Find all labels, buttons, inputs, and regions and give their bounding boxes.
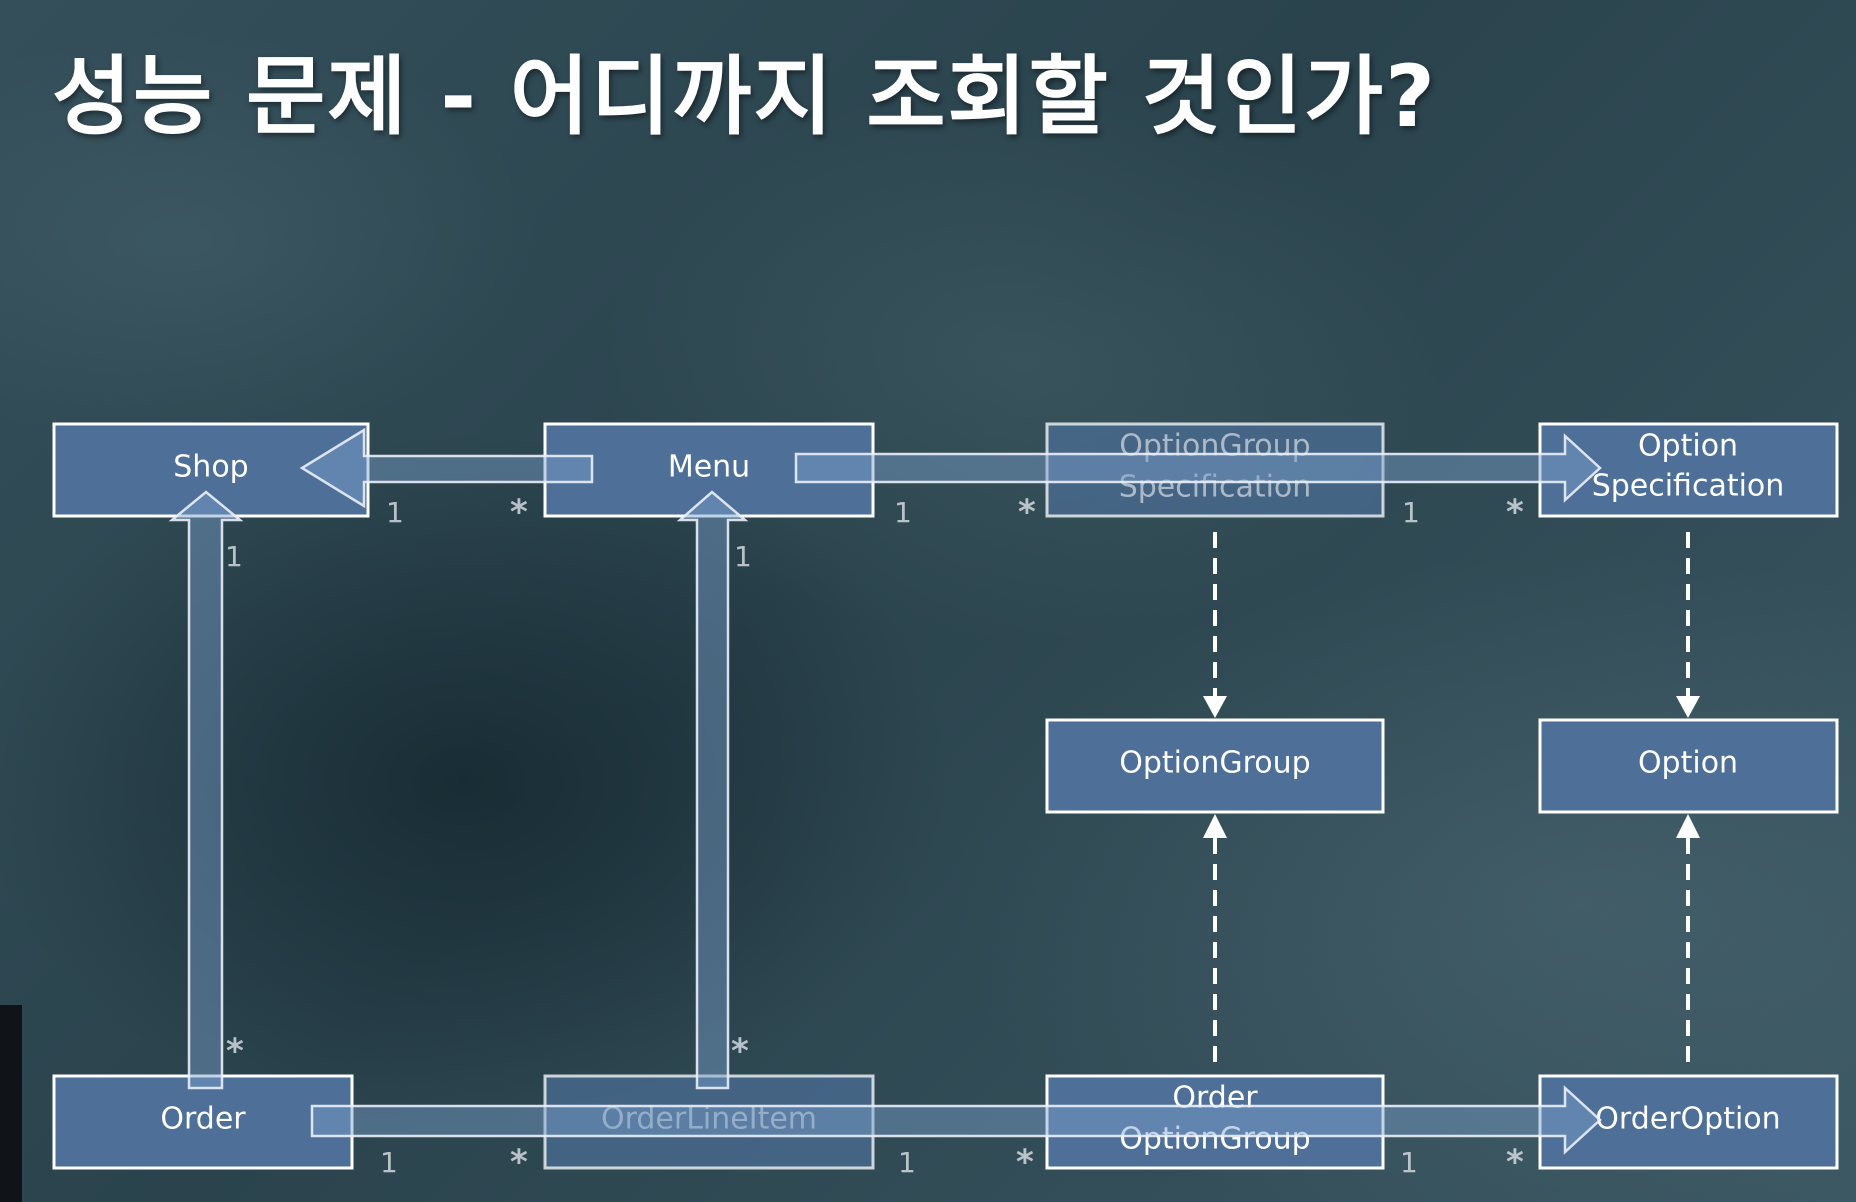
mult-oli-oog-one: 1 — [898, 1146, 916, 1179]
node-option-label: Option — [1638, 746, 1738, 781]
mult-menu-ogs-one: 1 — [894, 496, 912, 529]
node-shop-label: Shop — [173, 450, 248, 485]
slide-title: 성능 문제 - 어디까지 조회할 것인가? — [52, 47, 1437, 147]
mult-shop-order-many: * — [226, 1032, 244, 1072]
node-option-specification: Option Specification — [1538, 422, 1839, 518]
dependency-ogs-to-og — [1203, 532, 1227, 718]
node-menu: Menu — [543, 422, 875, 518]
node-order-option-group: Order OptionGroup — [1045, 1074, 1385, 1170]
node-menu-label: Menu — [668, 450, 750, 485]
node-option-group-specification-line1: OptionGroup — [1119, 429, 1310, 464]
mult-menu-oli-one: 1 — [734, 540, 752, 573]
dependency-oog-to-og — [1203, 814, 1227, 1062]
mult-shop-order-one: 1 — [225, 540, 243, 573]
node-option-group: OptionGroup — [1045, 718, 1385, 814]
node-order-line-item-label: OrderLineItem — [601, 1102, 817, 1137]
node-order-option-label: OrderOption — [1595, 1102, 1780, 1137]
dark-edge — [0, 1005, 22, 1202]
mult-shop-menu-one: 1 — [386, 496, 404, 529]
node-option-group-label: OptionGroup — [1119, 746, 1310, 781]
node-option: Option — [1538, 718, 1839, 814]
node-order: Order — [52, 1074, 354, 1170]
path-arrow-order-line-item-to-menu — [676, 490, 749, 1090]
path-arrow-order-to-order-option — [310, 1085, 1602, 1155]
node-order-label: Order — [160, 1102, 246, 1137]
node-order-option-group-line1: Order — [1172, 1081, 1258, 1116]
node-option-specification-line1: Option — [1638, 429, 1738, 464]
mult-menu-ogs-many: * — [1018, 493, 1036, 533]
mult-order-oli-many: * — [510, 1143, 528, 1183]
mult-oog-oo-one: 1 — [1400, 1146, 1418, 1179]
node-option-specification-line2: Specification — [1592, 469, 1785, 504]
path-arrow-menu-to-option-specification — [794, 433, 1602, 503]
mult-ogs-os-many: * — [1506, 493, 1524, 533]
node-option-group-specification: OptionGroup Specification — [1045, 422, 1385, 518]
mult-shop-menu-many: * — [510, 493, 528, 533]
path-arrow-menu-to-shop — [299, 427, 594, 509]
mult-menu-oli-many: * — [731, 1032, 749, 1072]
mult-order-oli-one: 1 — [380, 1146, 398, 1179]
node-shop: Shop — [52, 422, 370, 518]
node-order-option-group-line2: OptionGroup — [1119, 1122, 1310, 1157]
mult-ogs-os-one: 1 — [1402, 496, 1420, 529]
dependency-os-to-option — [1676, 532, 1700, 718]
path-arrow-order-to-shop — [168, 490, 244, 1090]
dependency-oo-to-option — [1676, 814, 1700, 1062]
node-option-group-specification-line2: Specification — [1119, 470, 1312, 505]
mult-oli-oog-many: * — [1016, 1143, 1034, 1183]
mult-oog-oo-many: * — [1506, 1143, 1524, 1183]
node-order-option: OrderOption — [1538, 1074, 1839, 1170]
node-order-line-item: OrderLineItem — [543, 1074, 875, 1170]
